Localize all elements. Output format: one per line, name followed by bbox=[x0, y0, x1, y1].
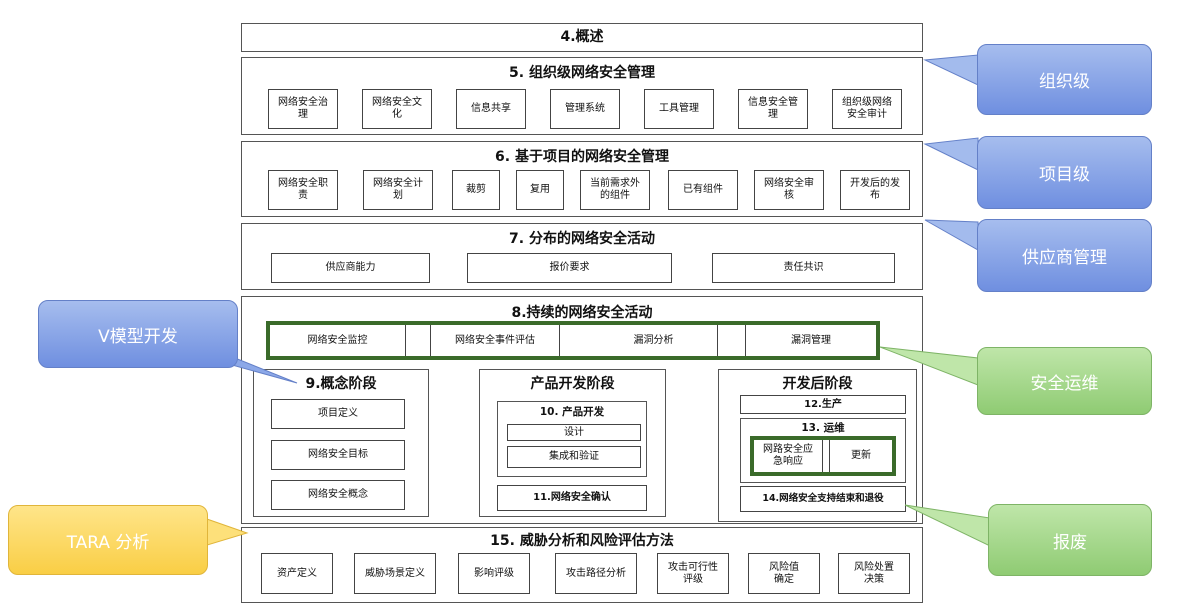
callout-scrap: 报废 bbox=[988, 504, 1152, 576]
callout-security-ops: 安全运维 bbox=[977, 347, 1152, 415]
continuous-item: 网络安全监控 bbox=[270, 325, 406, 356]
project-item: 复用 bbox=[516, 170, 564, 210]
ops-item: 更新 bbox=[829, 440, 892, 472]
callout-org-level-label: 组织级 bbox=[1039, 72, 1090, 92]
overview-title: 4.概述 bbox=[560, 29, 604, 45]
product-title: 产品开发阶段 bbox=[530, 376, 615, 392]
post-title: 开发后阶段 bbox=[782, 376, 853, 392]
org-item: 组织级网络 安全审计 bbox=[832, 89, 902, 129]
callout-org-level: 组织级 bbox=[977, 44, 1152, 115]
callout-supplier-label: 供应商管理 bbox=[1022, 248, 1107, 268]
concept-item: 项目定义 bbox=[271, 399, 405, 429]
post-decommission: 14.网络安全支持结束和退役 bbox=[740, 486, 906, 512]
callout-project-level-label: 项目级 bbox=[1039, 165, 1090, 185]
project-item: 当前需求外 的组件 bbox=[580, 170, 650, 210]
callout-supplier: 供应商管理 bbox=[977, 219, 1152, 292]
org-item: 网络安全文 化 bbox=[362, 89, 432, 129]
distributed-title: 7. 分布的网络安全活动 bbox=[509, 231, 655, 247]
post-decommission-label: 14.网络安全支持结束和退役 bbox=[762, 493, 884, 504]
ops-highlight bbox=[750, 436, 896, 476]
project-item: 开发后的发 布 bbox=[840, 170, 910, 210]
project-item: 已有组件 bbox=[668, 170, 738, 210]
callout-project-level: 项目级 bbox=[977, 136, 1152, 209]
pointer-project bbox=[923, 137, 979, 171]
pointer-security-ops bbox=[879, 346, 979, 386]
concept-title: 9.概念阶段 bbox=[305, 376, 377, 392]
continuous-item: 漏洞管理 bbox=[745, 325, 876, 356]
product-validation: 11.网络安全确认 bbox=[497, 485, 647, 511]
callout-tara-label: TARA 分析 bbox=[66, 532, 150, 553]
callout-scrap-label: 报废 bbox=[1053, 532, 1087, 553]
org-item: 信息共享 bbox=[456, 89, 526, 129]
tara-item: 攻击可行性 评级 bbox=[657, 553, 729, 594]
distributed-item: 供应商能力 bbox=[271, 253, 430, 283]
distributed-item: 报价要求 bbox=[467, 253, 672, 283]
project-item: 裁剪 bbox=[452, 170, 500, 210]
org-item: 网络安全治 理 bbox=[268, 89, 338, 129]
continuous-item: 网络安全事件评估 bbox=[430, 325, 560, 356]
project-item: 网络安全职 责 bbox=[268, 170, 338, 210]
concept-item: 网络安全目标 bbox=[271, 440, 405, 470]
callout-security-ops-label: 安全运维 bbox=[1030, 373, 1099, 394]
tara-item: 威胁场景定义 bbox=[354, 553, 436, 594]
product-dev-item: 集成和验证 bbox=[507, 446, 641, 468]
distributed-item: 责任共识 bbox=[712, 253, 895, 283]
continuous-title: 8.持续的网络安全活动 bbox=[511, 305, 653, 321]
continuous-activities-highlight bbox=[266, 321, 880, 360]
project-item: 网络安全计 划 bbox=[363, 170, 433, 210]
continuous-item: 漏洞分析 bbox=[590, 325, 718, 356]
product-dev-title: 10. 产品开发 bbox=[539, 406, 605, 418]
pointer-supplier bbox=[924, 219, 979, 251]
project-title: 6. 基于项目的网络安全管理 bbox=[495, 149, 669, 165]
tara-item: 攻击路径分析 bbox=[555, 553, 637, 594]
product-dev-item: 设计 bbox=[507, 424, 641, 441]
callout-tara: TARA 分析 bbox=[8, 505, 208, 575]
tara-item: 风险处置 决策 bbox=[838, 553, 910, 594]
section-overview: 4.概述 bbox=[241, 23, 923, 52]
pointer-tara bbox=[203, 517, 249, 547]
tara-item: 资产定义 bbox=[261, 553, 333, 594]
tara-item: 风险值 确定 bbox=[748, 553, 820, 594]
post-production: 12.生产 bbox=[740, 395, 906, 414]
callout-v-model: V模型开发 bbox=[38, 300, 238, 368]
org-item: 管理系统 bbox=[550, 89, 620, 129]
tara-item: 影响评级 bbox=[458, 553, 530, 594]
post-production-label: 12.生产 bbox=[804, 398, 842, 410]
tara-title: 15. 威胁分析和风险评估方法 bbox=[490, 533, 674, 549]
pointer-scrap bbox=[904, 504, 991, 547]
pointer-org bbox=[923, 54, 979, 86]
product-validation-label: 11.网络安全确认 bbox=[533, 492, 611, 503]
post-ops-title: 13. 运维 bbox=[801, 422, 845, 434]
callout-v-model-label: V模型开发 bbox=[98, 326, 178, 347]
org-item: 信息安全管 理 bbox=[738, 89, 808, 129]
concept-item: 网络安全概念 bbox=[271, 480, 405, 510]
org-title: 5. 组织级网络安全管理 bbox=[509, 65, 655, 81]
project-item: 网络安全审 核 bbox=[754, 170, 824, 210]
ops-item: 网路安全应 急响应 bbox=[754, 440, 823, 472]
org-item: 工具管理 bbox=[644, 89, 714, 129]
